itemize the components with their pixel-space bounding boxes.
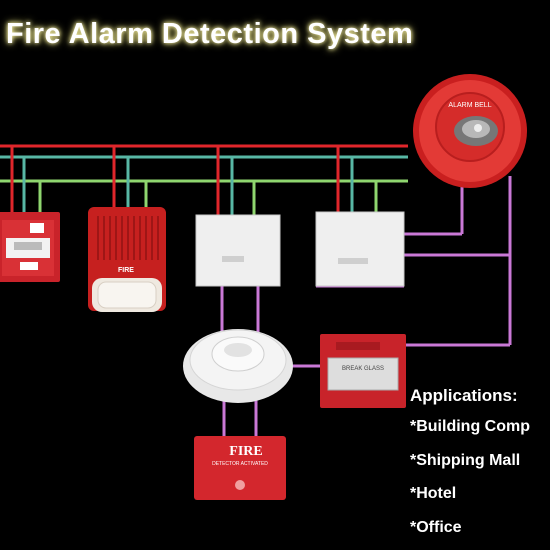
fire-indicator-icon: FIRE DETECTOR ACTIVATED: [194, 436, 286, 500]
application-item: *Office: [410, 518, 462, 536]
application-item: *Shipping Mall: [410, 451, 521, 469]
alarm-bell-label: ALARM BELL: [448, 102, 491, 109]
applications-list: Applications: *Building Comp *Shipping M…: [410, 386, 530, 550]
manual-call-point-icon: [0, 212, 60, 282]
smoke-detector-icon: [183, 329, 293, 403]
break-glass-label: BREAK GLASS: [342, 366, 384, 372]
fire-indicator-label: FIRE: [229, 444, 262, 459]
strobe-label: FIRE: [118, 267, 134, 274]
page-title: Fire Alarm Detection System: [6, 18, 414, 50]
sounder-grille: [97, 216, 159, 260]
fire-indicator-sublabel: DETECTOR ACTIVATED: [212, 461, 268, 467]
control-module-1: [195, 214, 281, 287]
bus-wires: [0, 144, 512, 440]
applications-heading: Applications:: [410, 386, 518, 405]
alarm-bell-icon: ALARM BELL: [413, 74, 527, 188]
application-item: *Building Comp: [410, 418, 530, 435]
control-module-2: [315, 211, 405, 287]
application-item: *Hotel: [410, 485, 457, 502]
strobe-sounder-icon: FIRE: [88, 207, 166, 312]
break-glass-icon: BREAK GLASS: [320, 334, 406, 408]
